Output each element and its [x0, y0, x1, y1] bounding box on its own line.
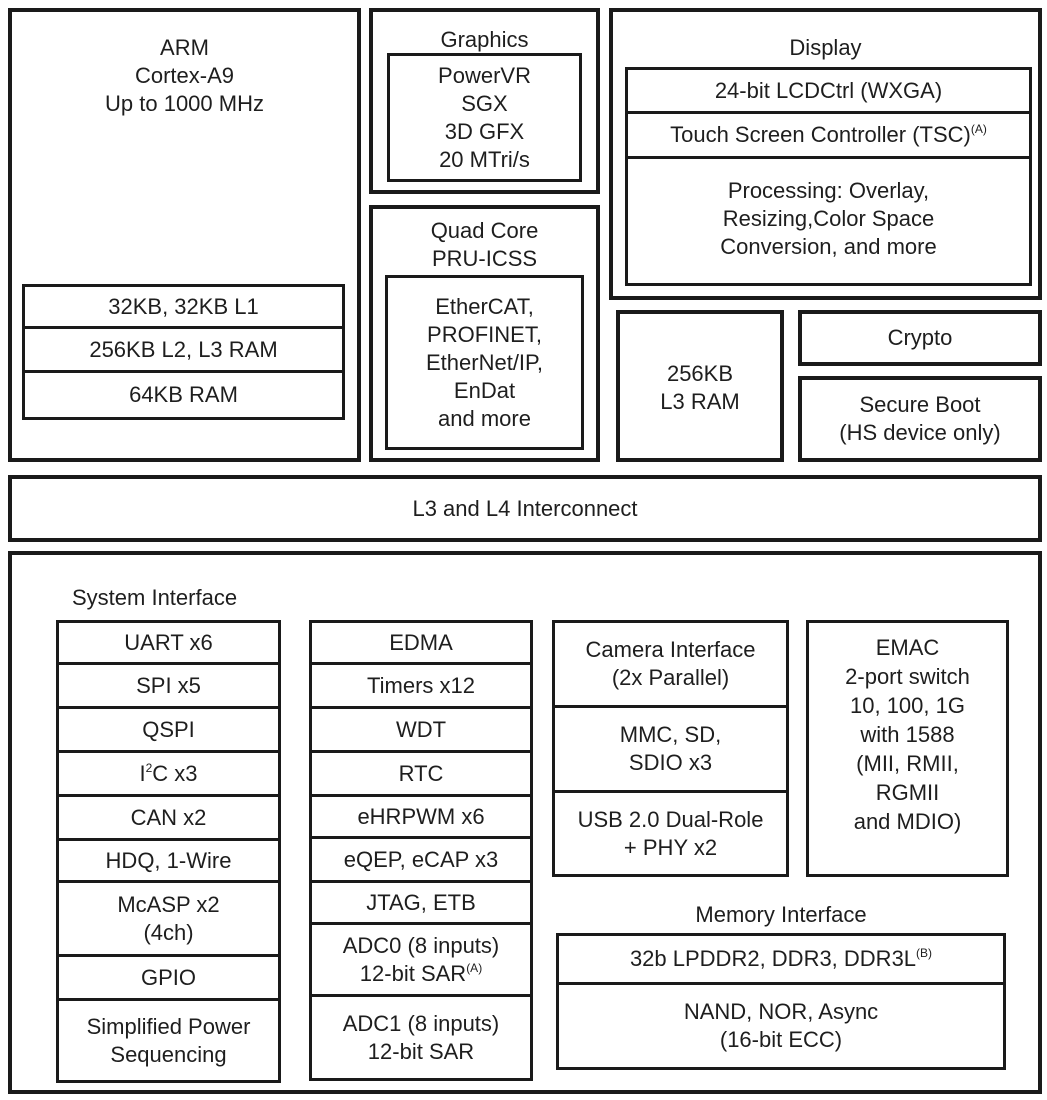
adc0-line1: ADC0 (8 inputs) — [342, 932, 500, 958]
display-lcd-controller: 24-bit LCDCtrl (WXGA) — [625, 67, 1032, 114]
display-processing: Processing: Overlay, Resizing,Color Spac… — [625, 156, 1032, 286]
i2c-superscript: 2 — [145, 760, 153, 775]
pru-title: Quad Core PRU-ICSS — [430, 218, 539, 271]
interconnect-bar: L3 and L4 Interconnect — [8, 475, 1042, 542]
eqep-ecap: eQEP, eCAP x3 — [309, 836, 533, 883]
edma: EDMA — [309, 620, 533, 665]
adc0: ADC0 (8 inputs) 12-bit SAR(A) — [309, 922, 533, 997]
graphics-gpu: PowerVR SGX 3D GFX 20 MTri/s — [387, 53, 582, 182]
can: CAN x2 — [56, 794, 281, 841]
arm-title: ARM Cortex-A9 Up to 1000 MHz — [105, 35, 264, 116]
pru-protocols: EtherCAT, PROFINET, EtherNet/IP, EnDat a… — [385, 275, 584, 450]
display-title: Display — [789, 35, 862, 60]
crypto-block: Crypto — [798, 310, 1042, 366]
arm-ram: 64KB RAM — [22, 370, 345, 420]
tsc-label: Touch Screen Controller (TSC) — [670, 122, 971, 147]
adc0-footnote: (A) — [466, 960, 483, 975]
wdt: WDT — [309, 706, 533, 753]
i2c-suffix: C x3 — [152, 760, 198, 786]
ddr-footnote: (B) — [916, 946, 933, 960]
spi: SPI x5 — [56, 662, 281, 709]
adc0-line2: 12-bit SAR(A) — [360, 960, 482, 988]
timers: Timers x12 — [309, 662, 533, 709]
adc1: ADC1 (8 inputs) 12-bit SAR — [309, 994, 533, 1081]
camera-interface: Camera Interface (2x Parallel) — [552, 620, 789, 708]
hdq-1wire: HDQ, 1-Wire — [56, 838, 281, 883]
ddr-controller: 32b LPDDR2, DDR3, DDR3L(B) — [556, 933, 1006, 985]
qspi: QSPI — [56, 706, 281, 753]
mmc-sd-sdio: MMC, SD, SDIO x3 — [552, 705, 789, 793]
display-touch-screen-controller: Touch Screen Controller (TSC)(A) — [625, 111, 1032, 159]
graphics-title: Graphics — [440, 27, 529, 52]
adc0-sar: 12-bit SAR — [359, 960, 467, 986]
power-sequencing: Simplified Power Sequencing — [56, 998, 281, 1083]
ehrpwm: eHRPWM x6 — [309, 794, 533, 839]
gpio: GPIO — [56, 954, 281, 1001]
memory-interface-label: Memory Interface — [695, 902, 867, 927]
ddr-label: 32b LPDDR2, DDR3, DDR3L — [629, 946, 917, 971]
mcasp: McASP x2 (4ch) — [56, 880, 281, 957]
system-interface-label: System Interface — [72, 585, 238, 610]
l3-ram-block: 256KB L3 RAM — [616, 310, 784, 462]
usb: USB 2.0 Dual-Role + PHY x2 — [552, 790, 789, 877]
secure-boot-block: Secure Boot (HS device only) — [798, 376, 1042, 462]
nand-nor-async: NAND, NOR, Async (16-bit ECC) — [556, 982, 1006, 1070]
jtag-etb: JTAG, ETB — [309, 880, 533, 925]
i2c-prefix: I — [139, 760, 146, 786]
tsc-footnote: (A) — [970, 122, 987, 136]
arm-l1-cache: 32KB, 32KB L1 — [22, 284, 345, 329]
emac: EMAC 2-port switch 10, 100, 1G with 1588… — [806, 620, 1009, 877]
uart: UART x6 — [56, 620, 281, 665]
rtc: RTC — [309, 750, 533, 797]
arm-l2-cache: 256KB L2, L3 RAM — [22, 326, 345, 373]
